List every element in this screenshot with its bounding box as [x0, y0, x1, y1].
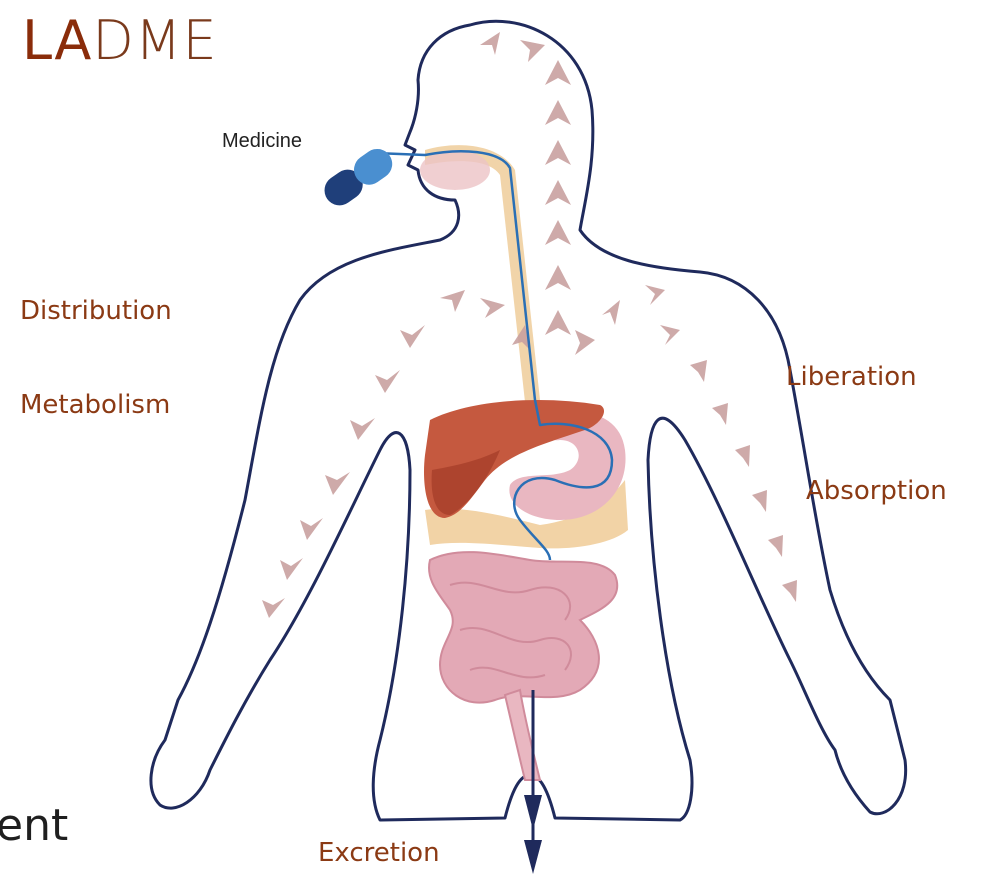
medicine-pill-icon [319, 143, 398, 211]
intestines [429, 552, 617, 780]
mouth-cavity [420, 150, 490, 190]
metabolism-label: Metabolism [20, 390, 170, 420]
medicine-label: Medicine [222, 130, 302, 153]
excretion-arrowhead-lower [524, 840, 542, 874]
partial-text: ent [0, 800, 68, 851]
excretion-arrowhead-upper [524, 795, 542, 830]
absorption-label: Absorption [806, 476, 947, 506]
liberation-label: Liberation [786, 362, 917, 392]
excretion-label: Excretion [318, 838, 440, 868]
distribution-label: Distribution [20, 296, 172, 326]
